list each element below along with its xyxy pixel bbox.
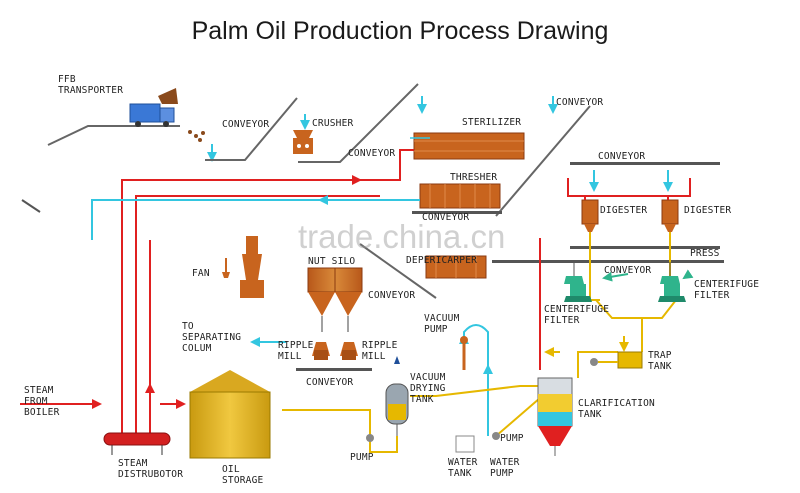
label-clarification: CLARIFICATION TANK xyxy=(578,398,655,420)
label-steam-distributor: STEAM DISTRUBOTOR xyxy=(118,458,184,480)
vacuum-drying-marker xyxy=(394,356,400,364)
pump-2 xyxy=(492,432,500,440)
label-nut-silo: NUT SILO xyxy=(308,256,356,267)
fan xyxy=(222,258,230,278)
label-ripple-mill-1: RIPPLE MILL xyxy=(278,340,314,362)
nut-silo xyxy=(307,267,363,332)
conveyor-6 xyxy=(492,260,724,263)
label-crusher: CRUSHER xyxy=(312,118,354,129)
label-fan: FAN xyxy=(192,268,210,279)
thresher xyxy=(419,183,501,209)
sterilizer xyxy=(413,132,525,160)
conveyor-8 xyxy=(296,368,372,371)
vacuum-pump xyxy=(460,336,468,370)
digester-2 xyxy=(661,199,679,232)
trap-pump xyxy=(590,358,618,366)
diagram-title: Palm Oil Production Process Drawing xyxy=(191,17,609,45)
steam-distributor xyxy=(103,432,171,455)
centrifuge-filter-1 xyxy=(564,262,592,302)
crusher xyxy=(293,130,313,154)
ripple-mill-2 xyxy=(340,342,358,360)
label-sterilizer: STERILIZER xyxy=(462,117,522,128)
label-conveyor-3: CONVEYOR xyxy=(556,97,604,108)
label-conveyor-7: CONVEYOR xyxy=(604,265,652,276)
centrifuge-filter-2 xyxy=(658,262,686,302)
ripple-mill-1 xyxy=(312,342,330,360)
clarification-tank xyxy=(537,377,573,456)
label-conveyor-8: CONVEYOR xyxy=(306,377,354,388)
label-press: PRESS xyxy=(690,248,720,259)
label-conveyor-1: CONVEYOR xyxy=(222,119,270,130)
pump-1 xyxy=(366,434,374,442)
label-vacuum-pump: VACUUM PUMP xyxy=(424,313,460,335)
label-ffb-transporter: FFB TRANSPORTER xyxy=(58,74,124,96)
label-conveyor-2: CONVEYOR xyxy=(348,148,396,159)
conveyor-3 xyxy=(495,105,591,217)
cyclone xyxy=(240,236,264,298)
conveyor-7 xyxy=(359,243,437,299)
label-steam-from-boiler: STEAM FROM BOILER xyxy=(24,385,60,418)
conveyor-5 xyxy=(412,211,502,214)
conveyor-1 xyxy=(205,97,298,161)
label-centerifuge-filter-2: CENTERIFUGE FILTER xyxy=(694,279,760,301)
label-centerifuge-filter-1: CENTERIFUGE FILTER xyxy=(544,304,610,326)
label-ripple-mill-2: RIPPLE MILL xyxy=(362,340,398,362)
label-vacuum-drying: VACUUM DRYING TANK xyxy=(410,372,446,405)
label-pump-1: PUMP xyxy=(350,452,374,463)
ffb-transporter xyxy=(47,88,205,146)
depericarper xyxy=(425,255,487,279)
label-pump-2: PUMP xyxy=(500,433,524,444)
label-water-pump: WATER PUMP xyxy=(490,457,520,479)
label-thresher: THRESHER xyxy=(450,172,498,183)
steam-lines xyxy=(121,149,691,438)
label-conveyor-6: CONVEYOR xyxy=(368,290,416,301)
label-oil-storage: OIL STORAGE xyxy=(222,464,264,486)
label-trap-tank: TRAP TANK xyxy=(648,350,672,372)
label-to-separating: TO SEPARATING COLUM xyxy=(182,321,242,354)
label-conveyor-5: CONVEYOR xyxy=(422,212,470,223)
press xyxy=(570,246,720,249)
watermark: trade.china.cn xyxy=(298,218,506,255)
conveyor-4 xyxy=(570,162,720,165)
oil-storage-tank xyxy=(189,370,271,459)
trap-tank xyxy=(617,351,643,369)
vacuum-drying-tank xyxy=(385,383,409,436)
water-tank xyxy=(455,435,475,453)
label-water-tank: WATER TANK xyxy=(448,457,478,479)
label-digester-2: DIGESTER xyxy=(684,205,732,216)
digester-1 xyxy=(581,199,599,232)
label-conveyor-4: CONVEYOR xyxy=(598,151,646,162)
label-digester-1: DIGESTER xyxy=(600,205,648,216)
label-depericarper: DEPERICARPER xyxy=(406,255,478,266)
conveyor-2 xyxy=(298,83,419,163)
